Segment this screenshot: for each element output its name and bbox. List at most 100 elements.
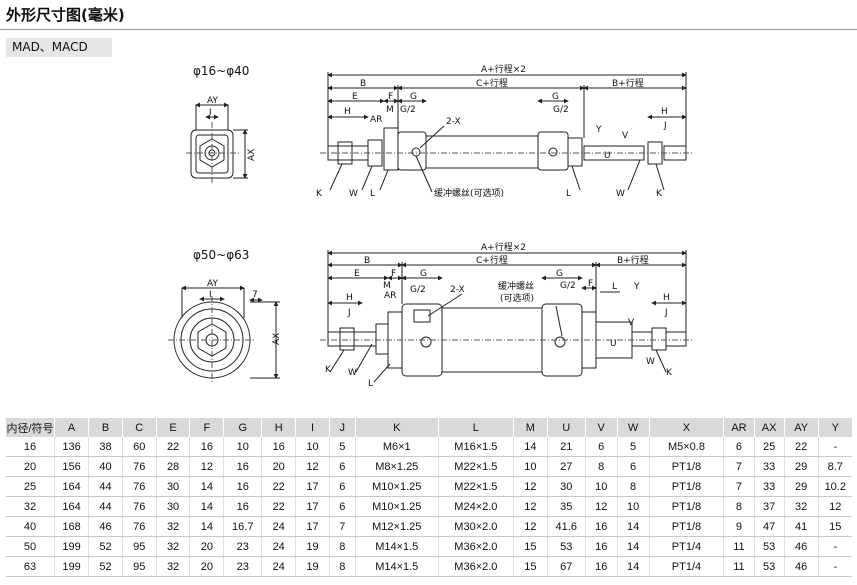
- column-header: I: [295, 418, 330, 437]
- table-cell: 46: [783, 536, 819, 557]
- end-view-large: [168, 285, 280, 384]
- table-cell: 8: [328, 536, 356, 557]
- column-header: W: [616, 418, 650, 437]
- dim-u-2: U: [610, 339, 617, 349]
- table-cell: 22: [261, 496, 296, 517]
- dim-w-2: W: [348, 368, 357, 378]
- table-cell: 60: [121, 437, 157, 457]
- table-cell: 76: [121, 516, 157, 537]
- table-cell: M30×2.0: [437, 516, 514, 537]
- cushion-label-2b: (可选项): [500, 292, 534, 304]
- table-cell: M10×1.25: [354, 496, 439, 517]
- table-cell: 16: [223, 456, 262, 477]
- dim-7-2: 7: [252, 290, 258, 300]
- table-cell: 16: [584, 536, 618, 557]
- table-cell: 8: [584, 456, 618, 477]
- dim-f-1: F: [388, 92, 393, 102]
- table-cell: 16: [223, 476, 262, 497]
- table-cell: 14: [616, 556, 650, 577]
- dim-bplus-2: B+行程: [617, 254, 649, 266]
- table-cell: 8.7: [817, 456, 852, 477]
- table-cell: 76: [121, 476, 157, 497]
- cushion-label-1: 缓冲螺丝(可选项): [434, 187, 504, 199]
- table-cell: 33: [753, 456, 785, 477]
- table-cell: 8: [723, 496, 755, 517]
- table-cell: 199: [53, 556, 89, 577]
- table-cell: 29: [783, 456, 819, 477]
- table-cell: 22: [783, 437, 819, 457]
- table-cell: 16: [223, 496, 262, 517]
- table-cell: M14×1.5: [354, 536, 439, 557]
- table-cell: PT1/8: [648, 496, 724, 517]
- table-cell: 95: [121, 536, 157, 557]
- column-header: A: [53, 418, 89, 437]
- table-cell: M12×1.25: [354, 516, 439, 537]
- table-cell: 16: [584, 516, 618, 537]
- table-cell: 10: [512, 456, 548, 477]
- dim-l-1: L: [370, 189, 375, 199]
- column-header: AR: [723, 418, 755, 437]
- column-header: B: [88, 418, 123, 437]
- table-cell: 9: [723, 516, 755, 537]
- table-cell: 12: [512, 516, 548, 537]
- table-cell: 30: [155, 496, 190, 517]
- column-header: Y: [817, 418, 852, 437]
- table-cell: 16: [189, 437, 224, 457]
- table-cell: 25: [6, 476, 55, 497]
- table-cell: 10: [584, 476, 618, 497]
- column-header: AY: [783, 418, 819, 437]
- table-cell: PT1/8: [648, 456, 724, 477]
- dim-k-right-2: K: [666, 368, 673, 378]
- dim-bplus-1: B+行程: [612, 77, 644, 89]
- table-cell: 52: [88, 536, 123, 557]
- table-cell: 41.6: [546, 516, 586, 537]
- table-cell: 24: [261, 556, 296, 577]
- dim-h-right-1: H: [661, 107, 668, 117]
- table-cell: 10: [616, 496, 650, 517]
- table-cell: 168: [53, 516, 89, 537]
- table-cell: PT1/4: [648, 536, 724, 557]
- table-cell: 8: [616, 476, 650, 497]
- table-cell: 21: [546, 437, 586, 457]
- dim-l-right-1: L: [566, 189, 571, 199]
- dim-e-2: E: [354, 269, 360, 279]
- table-cell: 11: [723, 536, 755, 557]
- dim-g-1: G: [410, 92, 417, 102]
- dim-ax-2: AX: [272, 333, 282, 345]
- table-cell: M22×1.5: [437, 476, 514, 497]
- table-cell: -: [817, 556, 852, 577]
- table-cell: 12: [512, 476, 548, 497]
- table-cell: 41: [783, 516, 819, 537]
- dim-g2-right-2: G/2: [560, 281, 576, 291]
- dim-total-2: A+行程×2: [481, 241, 526, 253]
- dim-k-2: K: [325, 365, 332, 375]
- dim-k-right-1: K: [656, 189, 663, 199]
- dim-total-1: A+行程×2: [481, 63, 526, 75]
- column-header: C: [121, 418, 157, 437]
- table-cell: 14: [616, 536, 650, 557]
- table-cell: M6×1: [354, 437, 439, 457]
- table-cell: 17: [295, 496, 330, 517]
- table-cell: 7: [328, 516, 356, 537]
- side-view-large: [320, 250, 692, 383]
- column-header: L: [437, 418, 514, 437]
- side-view-small: [320, 72, 692, 193]
- table-cell: 33: [753, 476, 785, 497]
- dimension-drawings: AY I AX: [168, 63, 692, 389]
- table-cell: 6: [328, 476, 356, 497]
- dim-i-2: I: [209, 290, 212, 300]
- table-cell: 30: [155, 476, 190, 497]
- dim-h-right-2: H: [663, 293, 670, 303]
- table-cell: 53: [546, 536, 586, 557]
- dim-u-1: U: [604, 151, 611, 161]
- dim-ay-1: AY: [207, 96, 218, 106]
- table-cell: 37: [753, 496, 785, 517]
- table-cell: 6: [616, 456, 650, 477]
- table-cell: 38: [88, 437, 123, 457]
- table-cell: 6: [584, 437, 618, 457]
- dim-j-right-2: J: [664, 308, 668, 318]
- dim-x-2: 2-X: [450, 285, 465, 295]
- table-cell: 35: [546, 496, 586, 517]
